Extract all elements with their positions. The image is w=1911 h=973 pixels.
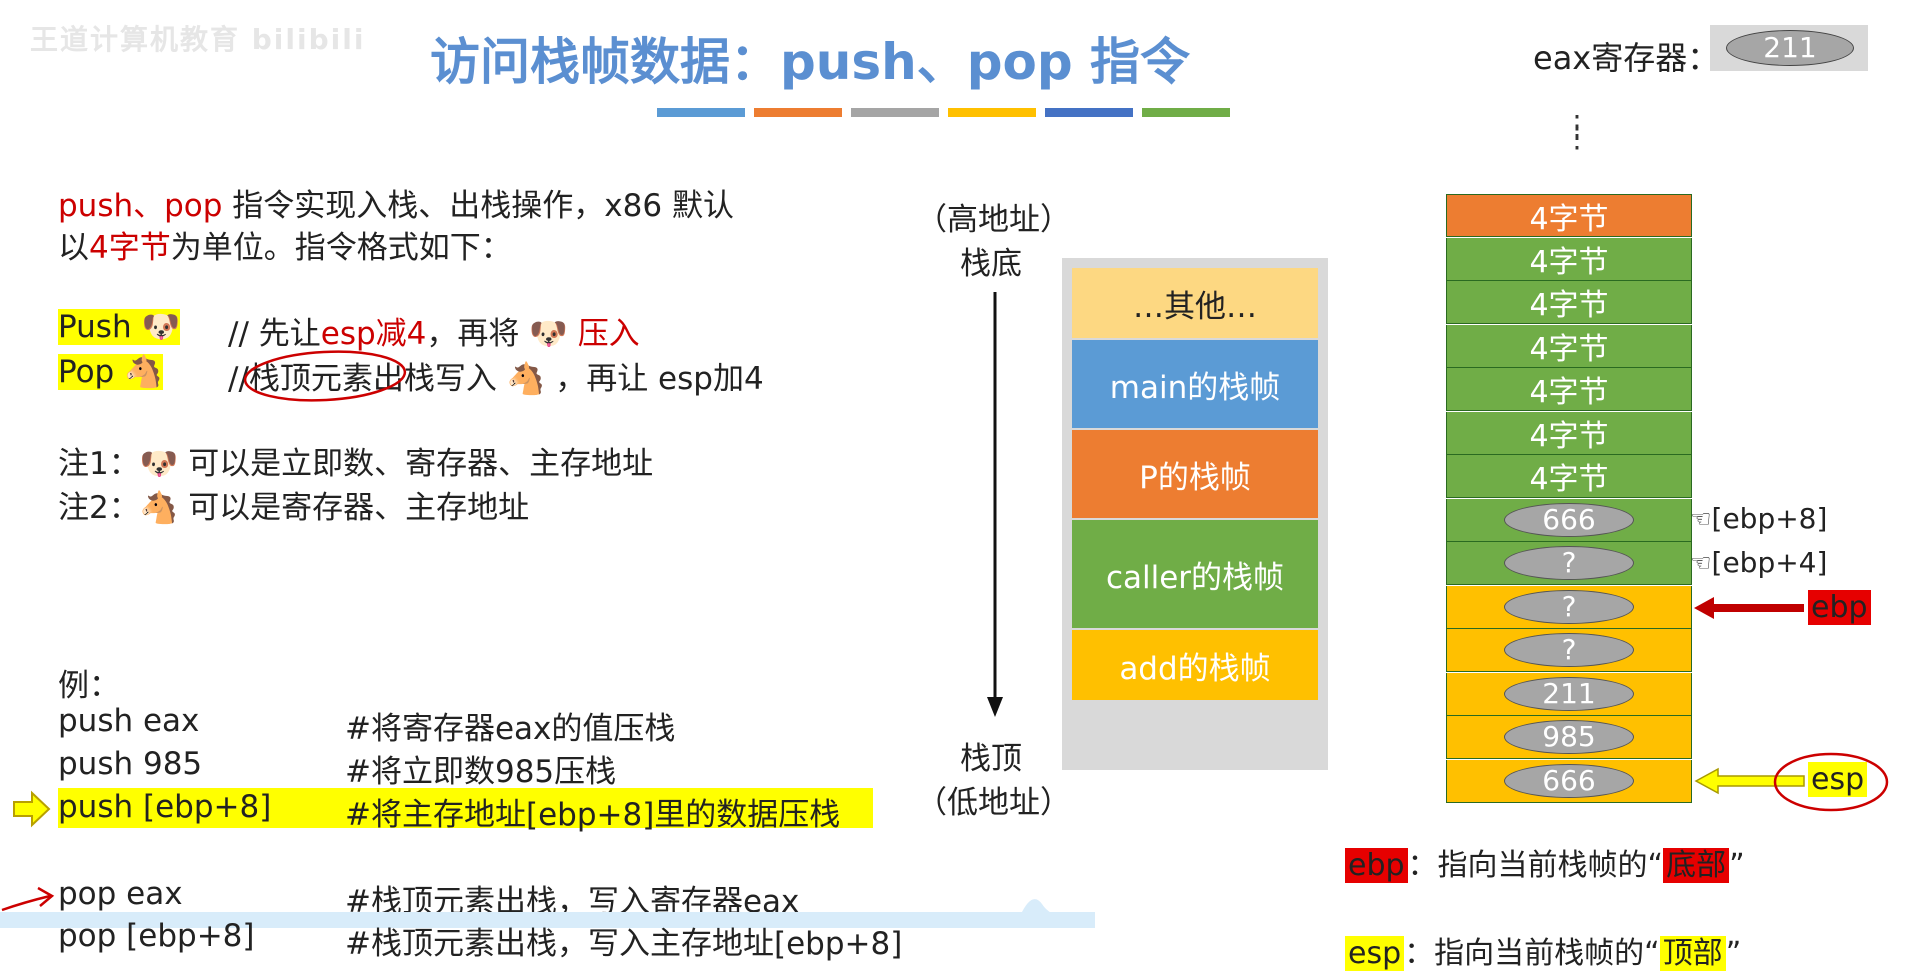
wave-peak bbox=[970, 899, 1090, 928]
circle-annotation bbox=[243, 350, 407, 402]
example-row-1-comment: #将寄存器eax的值压栈 bbox=[345, 711, 676, 747]
ebp-plus-8-label: ☜[ebp+8] bbox=[1690, 502, 1828, 535]
stack-cell-label: 4字节 bbox=[1529, 418, 1609, 454]
stack-bottom-label: 栈底 bbox=[960, 246, 1022, 282]
example-row-3-comment: #将主存地址[ebp+8]里的数据压栈 bbox=[345, 797, 841, 833]
push-comment: // 先让esp减4，再将 🐶 压入 bbox=[228, 316, 640, 352]
stack-cell-oval: ? bbox=[1504, 589, 1634, 624]
stack-cell-4-bytes: 4字节 bbox=[1446, 194, 1692, 237]
title-color-bar bbox=[754, 108, 842, 117]
dog-icon: 🐶 bbox=[141, 309, 181, 345]
title-color-bar bbox=[1142, 108, 1230, 117]
esp-legend: esp：指向当前栈帧的“顶部” bbox=[1345, 928, 1741, 972]
dog-icon: 🐶 bbox=[139, 446, 189, 482]
note-2: 注2：🐴 可以是寄存器、主存地址 bbox=[58, 490, 530, 526]
example-row-2-code: push 985 bbox=[58, 746, 203, 782]
progress-wave-bar bbox=[0, 912, 1095, 928]
stack-cell-value: ? bbox=[1446, 629, 1692, 672]
horse-icon: 🐴 bbox=[496, 361, 556, 397]
stack-cell-label: 4字节 bbox=[1529, 201, 1609, 237]
stack-cell-value: 666 bbox=[1446, 498, 1692, 542]
example-row-5-code: pop [ebp+8] bbox=[58, 918, 255, 954]
ebp-arrow-icon bbox=[1694, 597, 1804, 619]
title-color-bar bbox=[851, 108, 939, 117]
esp-circle-annotation bbox=[1773, 752, 1889, 812]
esp-pointer-label: esp bbox=[1808, 762, 1868, 797]
pop-comment: //栈顶元素出栈写入 🐴 ，再让 esp加4 bbox=[228, 361, 764, 397]
stack-cell-4-bytes: 4字节 bbox=[1446, 455, 1692, 498]
eax-register-box: 211 bbox=[1710, 25, 1868, 71]
slide-title: 访问栈帧数据：push、pop 指令 bbox=[429, 33, 1191, 91]
stack-cell-value: ? bbox=[1446, 542, 1692, 585]
ebp-pointer-label: ebp bbox=[1808, 590, 1871, 625]
stack-cell-value: 211 bbox=[1446, 672, 1692, 716]
stack-cell-label: 4字节 bbox=[1529, 331, 1609, 367]
stack-segment-other: …其他… bbox=[1072, 268, 1318, 340]
high-address-label: （高地址） bbox=[916, 202, 1071, 238]
push-keyword: Push 🐶 bbox=[58, 309, 181, 345]
example-label: 例： bbox=[58, 668, 120, 704]
push-format: Push 🐶 bbox=[58, 308, 181, 345]
low-address-label: （低地址） bbox=[916, 785, 1071, 821]
intro-line-2: 以4字节为单位。指令格式如下： bbox=[58, 222, 512, 267]
example-row-2-comment: #将立即数985压栈 bbox=[345, 754, 617, 790]
stack-cell-4-bytes: 4字节 bbox=[1446, 411, 1692, 455]
example-row-4-code: pop eax bbox=[58, 876, 183, 912]
vertical-ellipsis: ⋮⋮ bbox=[1563, 109, 1591, 154]
eax-value: 211 bbox=[1726, 30, 1854, 66]
stack-cell-4-bytes: 4字节 bbox=[1446, 324, 1692, 368]
stack-frames-diagram: …其他… main的栈帧 P的栈帧 caller的栈帧 add的栈帧 bbox=[1062, 258, 1328, 770]
intro-text-2a: 以 bbox=[58, 230, 89, 266]
example-row-3-highlight bbox=[58, 788, 873, 828]
intro-unit: 4字节 bbox=[89, 230, 171, 266]
ebp-legend: ebp：指向当前栈帧的“底部” bbox=[1345, 840, 1745, 884]
arrow-right-icon bbox=[13, 790, 51, 828]
title-color-bar bbox=[1045, 108, 1133, 117]
stack-cell-label: 4字节 bbox=[1529, 288, 1609, 323]
horse-icon: 🐴 bbox=[124, 354, 163, 390]
intro-keywords: push、pop bbox=[58, 188, 223, 224]
example-row-5-comment: #栈顶元素出栈，写入主存地址[ebp+8] bbox=[345, 926, 903, 962]
stack-segment-p: P的栈帧 bbox=[1072, 430, 1318, 520]
note-1: 注1：🐶 可以是立即数、寄存器、主存地址 bbox=[58, 446, 654, 482]
stack-cell-oval: 985 bbox=[1504, 720, 1634, 754]
example-row-3-code: push [ebp+8] bbox=[58, 789, 272, 825]
esp-arrow-icon bbox=[1694, 767, 1805, 795]
intro-text: 指令实现入栈、出栈操作，x86 默认 bbox=[222, 188, 734, 224]
stack-cell-4-bytes: 4字节 bbox=[1446, 368, 1692, 411]
intro-line-1: push、pop 指令实现入栈、出栈操作，x86 默认 bbox=[58, 180, 734, 225]
stack-cell-4-bytes: 4字节 bbox=[1446, 281, 1692, 324]
stack-cell-oval: 666 bbox=[1504, 763, 1634, 798]
horse-icon: 🐴 bbox=[139, 490, 189, 526]
eax-label: eax寄存器： bbox=[1533, 39, 1720, 77]
watermark: 王道计算机教育 bilibili bbox=[30, 23, 366, 56]
stack-segment-main: main的栈帧 bbox=[1072, 340, 1318, 430]
pointing-hand-icon: ☜ bbox=[1690, 504, 1712, 533]
stack-cell-oval: ? bbox=[1504, 546, 1634, 580]
stack-cell-oval: ? bbox=[1504, 633, 1634, 667]
stack-cell-label: 4字节 bbox=[1529, 375, 1609, 410]
ebp-plus-4-label: ☜[ebp+4] bbox=[1690, 546, 1828, 579]
stack-cell-4-bytes: 4字节 bbox=[1446, 237, 1692, 281]
stack-cell-label: 4字节 bbox=[1529, 462, 1609, 497]
pointing-hand-icon: ☜ bbox=[1690, 548, 1712, 577]
stack-cell-value: ? bbox=[1446, 585, 1692, 629]
title-color-bar bbox=[948, 108, 1036, 117]
stack-direction-arrow bbox=[987, 292, 1003, 717]
intro-text-2c: 为单位。指令格式如下： bbox=[170, 230, 512, 266]
example-row-1-code: push eax bbox=[58, 703, 200, 739]
pop-keyword: Pop 🐴 bbox=[58, 354, 163, 390]
red-pointer-annotation bbox=[1, 886, 55, 912]
stack-segment-add: add的栈帧 bbox=[1072, 630, 1318, 702]
stack-cell-oval: 211 bbox=[1504, 676, 1634, 711]
pop-format: Pop 🐴 bbox=[58, 353, 163, 390]
stack-cell-oval: 666 bbox=[1504, 502, 1634, 537]
dog-icon: 🐶 bbox=[519, 316, 578, 352]
stack-segment-caller: caller的栈帧 bbox=[1072, 520, 1318, 630]
stack-cell-value: 666 bbox=[1446, 759, 1692, 803]
stack-cell-label: 4字节 bbox=[1529, 244, 1609, 280]
stack-top-label: 栈顶 bbox=[960, 741, 1022, 777]
stack-cell-value: 985 bbox=[1446, 716, 1692, 759]
title-color-bar bbox=[657, 108, 745, 117]
